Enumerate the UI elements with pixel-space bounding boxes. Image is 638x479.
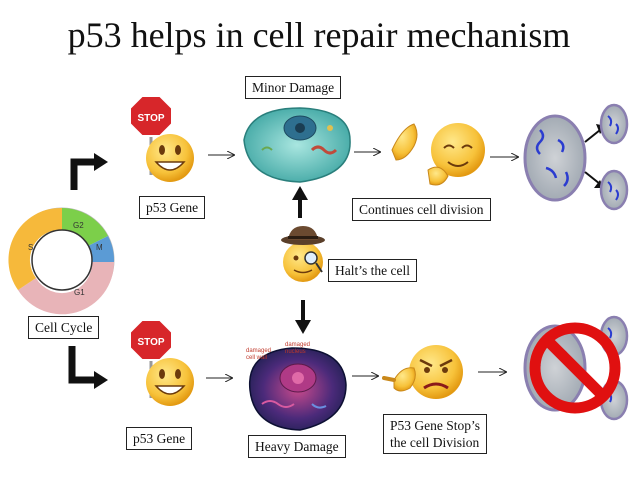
cycle-segment-m (88, 236, 115, 262)
stop-sign-text: STOP (137, 113, 164, 124)
cycle-segment-g2 (62, 208, 108, 246)
label-minor-damage: Minor Damage (245, 76, 342, 99)
arrow-up (292, 186, 308, 218)
cycle-label-m: M (96, 243, 103, 252)
label-halts-cell: Halt’s the cell (328, 259, 417, 282)
label-cell-cycle: Cell Cycle (28, 316, 100, 339)
dividing-cell-icon (523, 103, 629, 211)
smiley-icon (146, 134, 194, 182)
arrow-up-bent (70, 153, 108, 190)
cycle-segment-g1 (18, 262, 115, 315)
label-p53-stops-division: P53 Gene Stop’s the cell Division (383, 414, 488, 454)
label-p53-gene-top: p53 Gene (139, 196, 206, 219)
prohibition-icon (529, 322, 621, 414)
label-p53-gene-bottom: p53 Gene (126, 427, 193, 450)
cell-cycle-wheel: G2 M G1 S (8, 207, 115, 315)
cycle-label-g1: G1 (74, 288, 85, 297)
arrow-down (295, 300, 311, 334)
svg-text:damaged: damaged (246, 348, 271, 354)
smiley-icon (146, 358, 194, 406)
svg-text:cell wall: cell wall (246, 355, 267, 361)
cycle-label-s: S (28, 243, 33, 252)
svg-text:nucleus: nucleus (285, 349, 306, 355)
slide-title: p53 helps in cell repair mechanism (67, 15, 571, 55)
label-continues-division: Continues cell division (352, 198, 491, 221)
svg-text:damaged: damaged (285, 342, 310, 348)
detective-icon (281, 226, 325, 282)
stop-sign-text: STOP (137, 337, 164, 348)
cycle-label-g2: G2 (73, 221, 84, 230)
label-p53-stops-line2: the cell Division (390, 435, 480, 450)
label-p53-stops-line1: P53 Gene Stop’s (390, 418, 481, 433)
cycle-segment-s (8, 207, 62, 290)
damaged-cell-icon: damaged cell wall damaged nucleus (246, 342, 347, 431)
label-heavy-damage: Heavy Damage (248, 435, 346, 458)
animal-cell-icon (243, 107, 351, 183)
arrow-down-bent (68, 346, 108, 389)
thumbs-up-icon (391, 123, 485, 186)
angry-smiley-icon (382, 345, 463, 399)
